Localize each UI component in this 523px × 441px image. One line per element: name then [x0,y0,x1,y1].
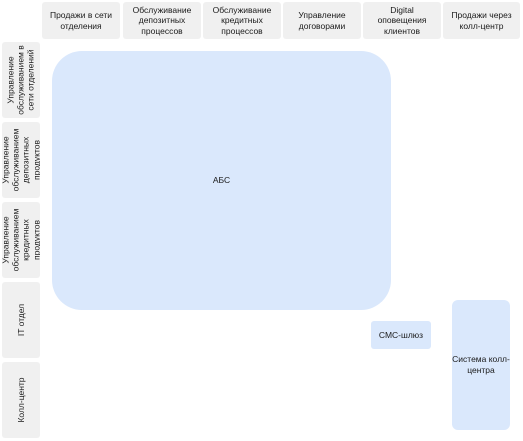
row-header-deposit-service: Управление обслуживанием депозитных прод… [2,122,40,198]
row-header-label: Управление обслуживанием кредитных проду… [2,208,40,272]
row-header-label: Управление обслуживанием депозитных прод… [2,128,40,192]
column-header-contract-management: Управление договорами [283,2,361,39]
column-header-label: Digital оповещения клиентов [377,5,427,36]
row-header-it-department: IT отдел [2,282,40,358]
sms-gateway-box[interactable]: СМС-шлюз [371,321,431,349]
row-header-credit-service: Управление обслуживанием кредитных проду… [2,202,40,278]
column-header-branch-sales: Продажи в сети отделения [42,2,120,39]
column-header-deposit-processes: Обслуживание депозитных процессов [123,2,201,39]
row-header-label: IT отдел [15,303,26,337]
abs-system-label: АБС [212,175,231,186]
column-header-credit-processes: Обслуживание кредитных процессов [203,2,281,39]
row-header-label: Колл-центр [15,377,26,423]
call-center-system-label: Система колл-центра [452,354,510,375]
column-header-label: Управление договорами [298,10,346,31]
abs-system-box[interactable]: АБС [52,51,391,310]
column-header-label: Обслуживание кредитных процессов [212,5,272,36]
column-header-label: Продажи через колл-центр [451,10,512,31]
column-header-label: Обслуживание депозитных процессов [132,5,192,36]
column-header-label: Продажи в сети отделения [49,10,113,31]
column-header-digital-notifications: Digital оповещения клиентов [363,2,441,39]
call-center-system-box[interactable]: Система колл-центра [452,300,510,430]
row-header-label: Управление обслуживанием в сети отделени… [5,45,37,115]
row-header-call-center: Колл-центр [2,362,40,438]
sms-gateway-label: СМС-шлюз [378,329,424,340]
row-header-branch-service: Управление обслуживанием в сети отделени… [2,42,40,118]
column-header-call-center-sales: Продажи через колл-центр [443,2,520,39]
